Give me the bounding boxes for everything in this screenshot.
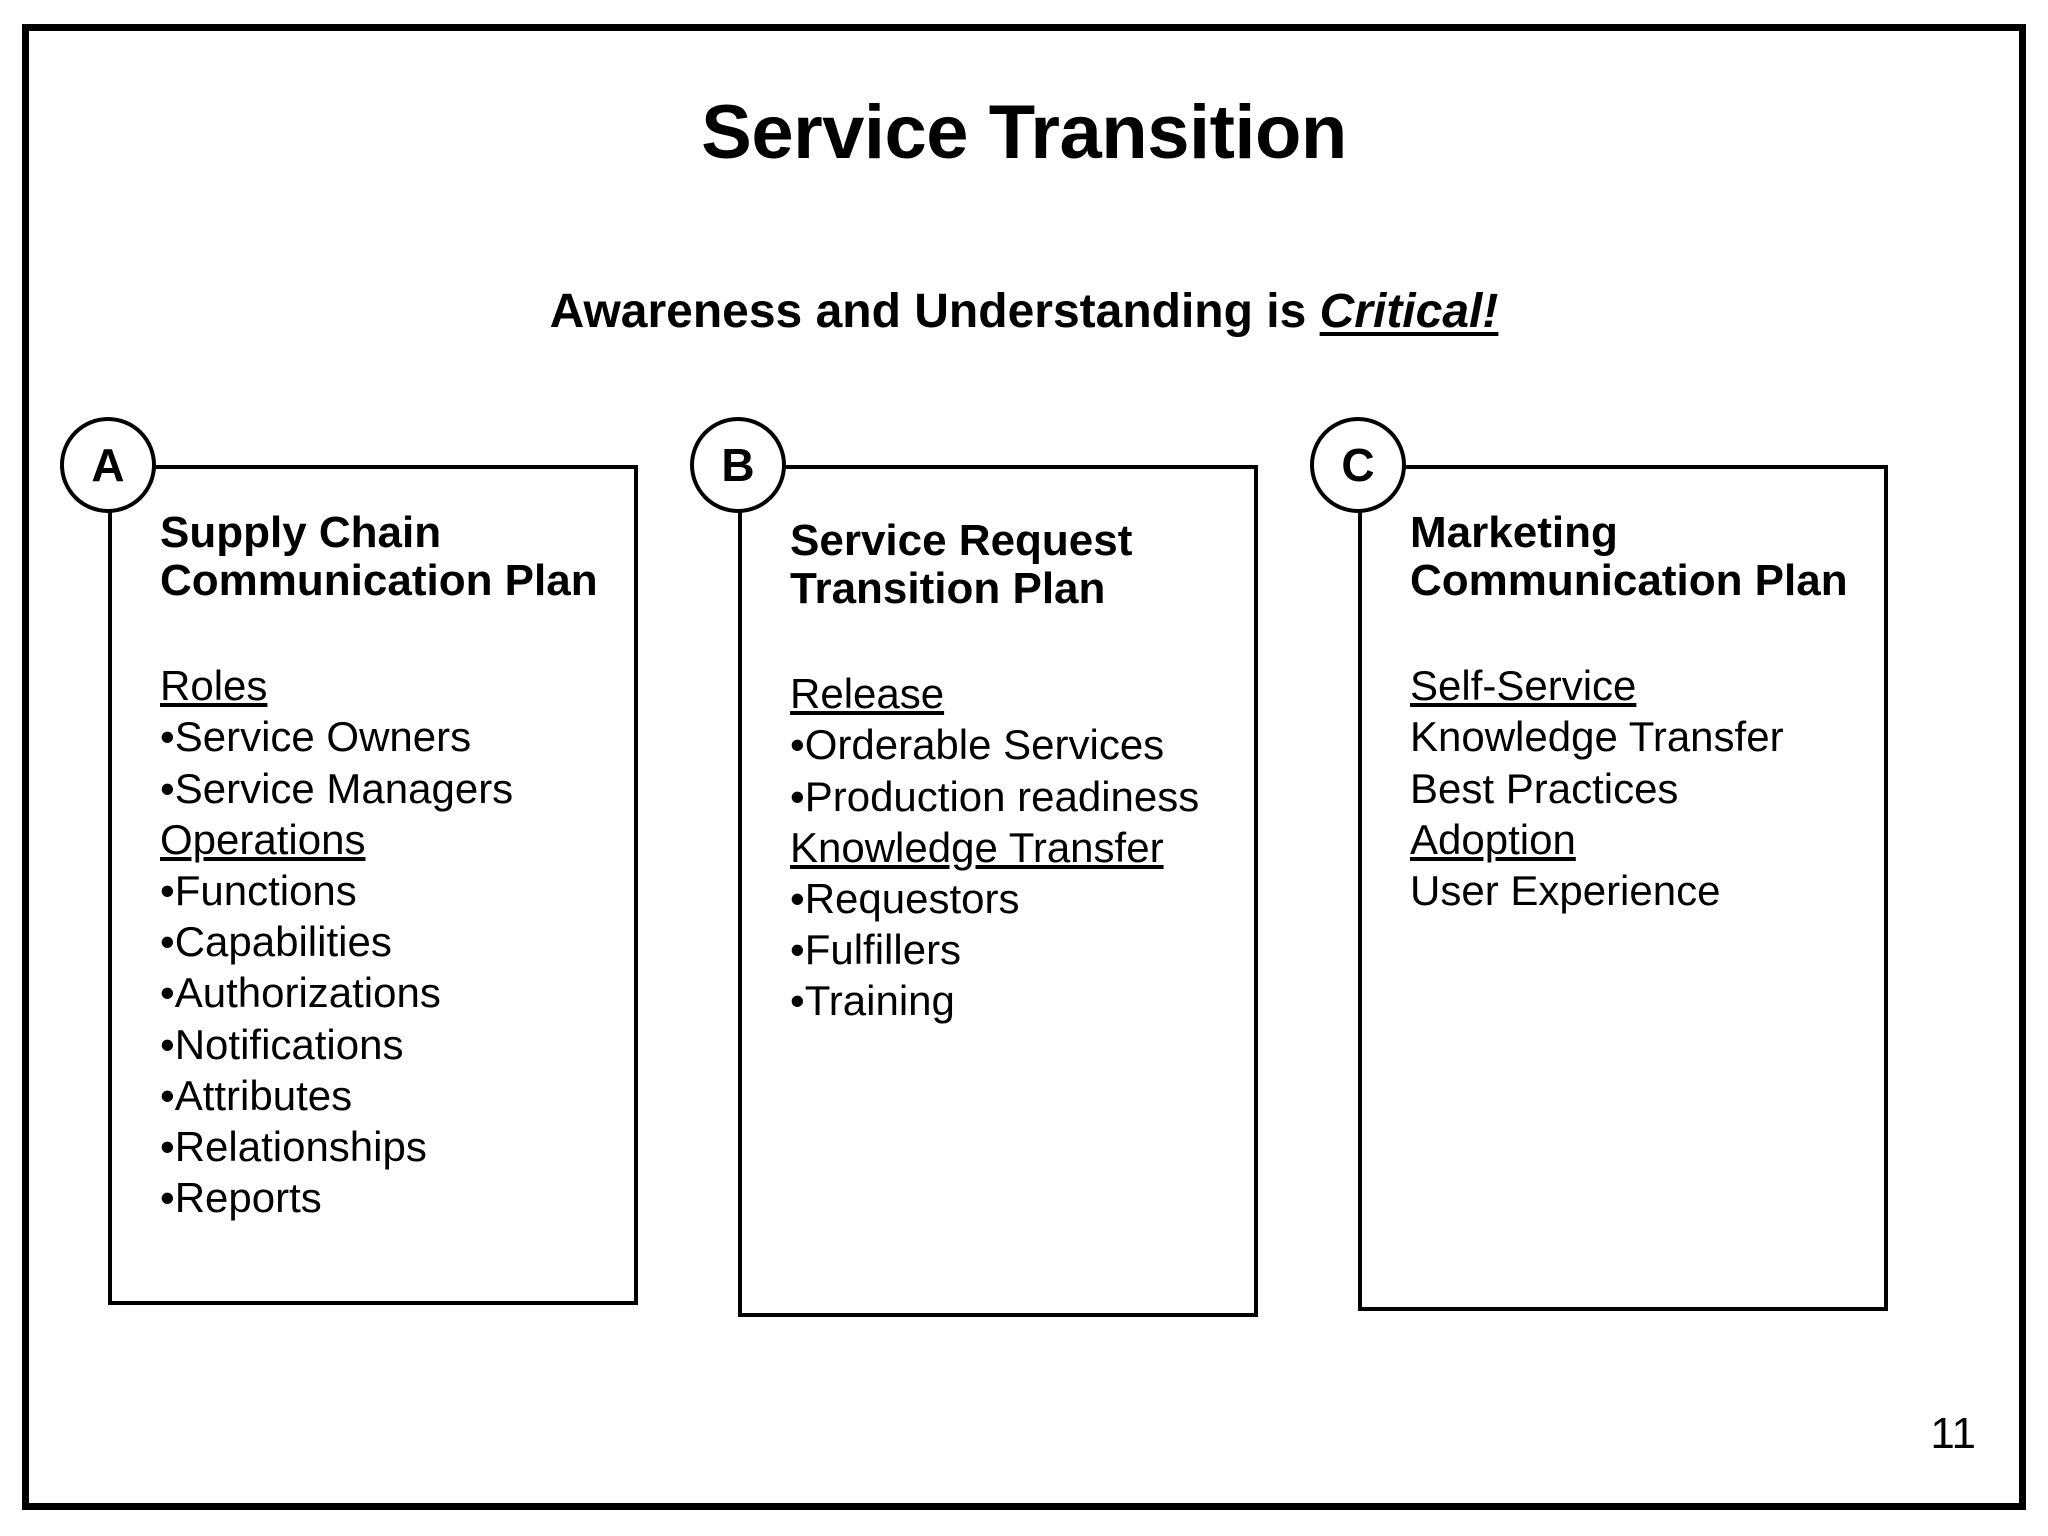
plan-box-a bbox=[108, 465, 638, 1305]
subtitle-emphasis-text: Critical! bbox=[1319, 285, 1499, 338]
list-item: •Relationships bbox=[160, 1123, 427, 1171]
plan-box-b bbox=[738, 465, 1258, 1317]
subtitle-plain-text: Awareness and Understanding is bbox=[549, 285, 1320, 338]
plan-box-c bbox=[1358, 465, 1888, 1311]
plan-list-c: Self-Service Knowledge Transfer Best Pra… bbox=[1410, 660, 1840, 916]
list-item: •Capabilities bbox=[160, 918, 392, 966]
list-item: Knowledge Transfer bbox=[790, 823, 1164, 871]
list-item: Best Practices bbox=[1410, 764, 1679, 812]
plan-heading-c-line1: Marketing bbox=[1410, 508, 1618, 557]
badge-a: A bbox=[60, 417, 156, 513]
plan-heading-c-line2: Communication Plan bbox=[1410, 555, 1848, 605]
list-item: Knowledge Transfer bbox=[1410, 713, 1784, 761]
plan-list-a: Roles •Service Owners •Service Managers … bbox=[160, 660, 590, 1224]
badge-b: B bbox=[690, 417, 786, 513]
list-item: •Orderable Services bbox=[790, 721, 1165, 769]
list-item: •Fulfillers bbox=[790, 926, 962, 974]
list-item: User Experience bbox=[1410, 866, 1721, 914]
plan-content-c: Marketing Communication Plan Self-Servic… bbox=[1410, 508, 1848, 916]
list-item: Roles bbox=[160, 662, 268, 710]
slide-subtitle: Awareness and Understanding is Critical! bbox=[0, 288, 2048, 336]
plan-heading-a-line2: Communication Plan bbox=[160, 555, 598, 605]
list-item: •Service Managers bbox=[160, 764, 514, 812]
plan-content-b: Service Request Transition Plan Release … bbox=[790, 517, 1220, 1027]
list-item: •Production readiness bbox=[790, 772, 1200, 820]
plan-heading-b: Service Request Transition Plan bbox=[790, 517, 1220, 612]
plan-heading-a-line1: Supply Chain bbox=[160, 508, 442, 557]
plan-heading-c: Marketing Communication Plan bbox=[1410, 508, 1848, 605]
page-title: Service Transition bbox=[701, 90, 1347, 175]
list-item: •Attributes bbox=[160, 1071, 353, 1119]
list-item: •Reports bbox=[160, 1174, 322, 1222]
page-number: 11 bbox=[1930, 1409, 1976, 1458]
list-item: •Training bbox=[790, 977, 955, 1025]
list-item: •Authorizations bbox=[160, 969, 441, 1017]
list-item: •Service Owners bbox=[160, 713, 472, 761]
list-item: •Requestors bbox=[790, 874, 1020, 922]
list-item: •Notifications bbox=[160, 1020, 404, 1068]
list-item: Self-Service bbox=[1410, 662, 1637, 710]
plan-content-a: Supply Chain Communication Plan Roles •S… bbox=[160, 508, 598, 1224]
list-item: Adoption bbox=[1410, 815, 1576, 863]
list-item: Operations bbox=[160, 815, 366, 863]
plan-list-b: Release •Orderable Services •Production … bbox=[790, 668, 1220, 1027]
list-item: •Functions bbox=[160, 866, 357, 914]
badge-c: C bbox=[1310, 417, 1406, 513]
plan-heading-b-line1: Service Request bbox=[790, 516, 1133, 565]
list-item: Release bbox=[790, 670, 945, 718]
plan-heading-a: Supply Chain Communication Plan bbox=[160, 508, 598, 605]
plan-heading-b-line2: Transition Plan bbox=[790, 563, 1106, 613]
